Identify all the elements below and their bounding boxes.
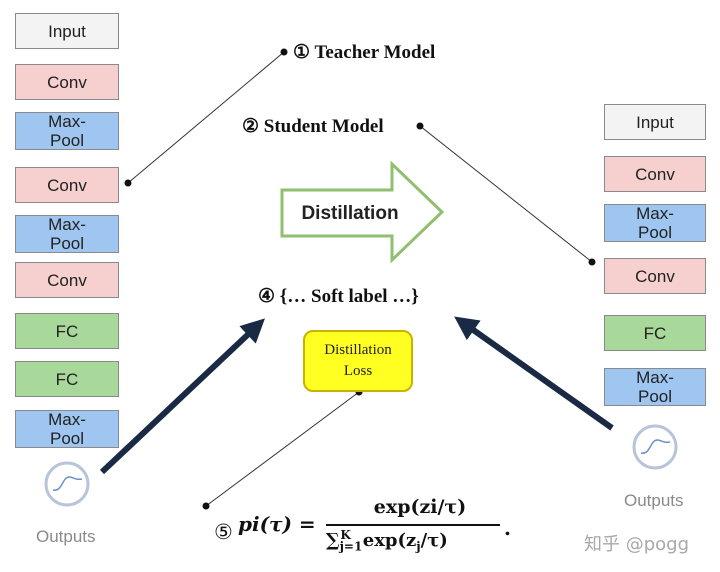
teacher-outputs-label: Outputs (36, 527, 96, 546)
teacher-layer-fc: FC (15, 313, 119, 349)
teacher-model-label: ① Teacher Model (293, 42, 436, 63)
student-layer-input: Input (604, 104, 706, 140)
teacher-to-softlabel-arrow (99, 318, 265, 475)
formula-denominator: exp(zj/τ) (362, 530, 448, 554)
distillation-arrow-label: Distillation (301, 203, 398, 224)
watermark: 知乎 @pogg (584, 534, 690, 555)
teacher-pointer-dot-end (280, 48, 288, 56)
teacher-layer-conv: Conv (15, 167, 119, 203)
teacher-layer-conv: Conv (15, 262, 119, 298)
teacher-sigmoid-icon (44, 461, 90, 507)
student-model-label: ② Student Model (242, 116, 384, 137)
student-pointer-dot-end (588, 258, 596, 266)
teacher-layer-conv: Conv (15, 64, 119, 100)
student-sigmoid-icon (632, 424, 678, 470)
formula-lhs: pi(τ) = (238, 512, 316, 536)
student-layer-pool: Max- Pool (604, 368, 706, 406)
teacher-pointer-line (127, 51, 285, 184)
student-layer-pool: Max- Pool (604, 204, 706, 242)
teacher-layer-pool: Max- Pool (15, 112, 119, 150)
student-pointer-line (419, 125, 593, 263)
student-outputs-label: Outputs (624, 491, 684, 510)
student-layer-conv: Conv (604, 156, 706, 192)
teacher-layer-pool: Max- Pool (15, 215, 119, 253)
student-layer-conv: Conv (604, 258, 706, 294)
formula-fraction-bar (326, 524, 500, 526)
loss-box-line2: Loss (343, 363, 373, 379)
formula-pointer-line (205, 391, 360, 507)
formula-trailing-dot: . (504, 516, 511, 540)
teacher-pointer-dot-start (124, 179, 132, 187)
loss-box-line1: Distillation (324, 342, 392, 358)
student-layer-fc: FC (604, 315, 706, 351)
student-pointer-dot-start (416, 122, 424, 130)
formula-sum-upper: K (340, 528, 351, 542)
distillation-loss-box: Distillation Loss (303, 330, 413, 392)
formula-marker: ⑤ (214, 520, 233, 544)
formula-numerator: exp(zi/τ) (373, 496, 467, 518)
teacher-layer-pool: Max- Pool (15, 410, 119, 448)
formula-sum-lower: j=1 (339, 539, 363, 554)
teacher-layer-fc: FC (15, 361, 119, 397)
student-to-softlabel-arrow (454, 316, 614, 431)
formula-pointer-dot-end (202, 502, 210, 510)
teacher-layer-input: Input (15, 13, 119, 49)
distillation-arrow-shape (280, 160, 445, 264)
formula-sum-sign: ∑ (326, 530, 340, 551)
soft-label: ④ {… Soft label …} (258, 286, 419, 307)
